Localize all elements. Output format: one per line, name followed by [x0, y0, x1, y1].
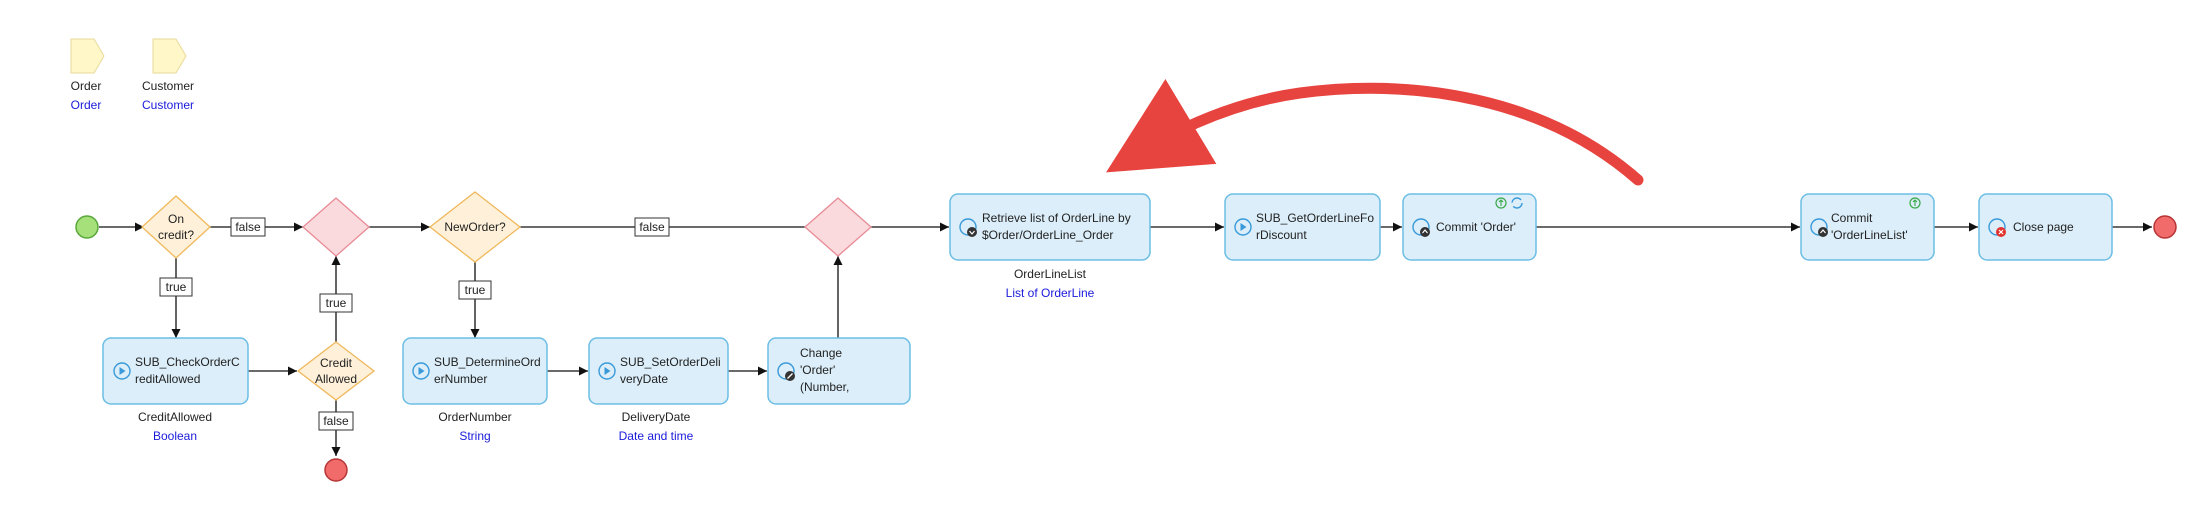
with-events-icon [1495, 197, 1507, 209]
submicroflow-icon [412, 362, 430, 380]
parameter-type: Customer [142, 98, 194, 112]
output-variable-name: OrderNumber [438, 410, 511, 424]
end-event-credit-denied[interactable] [324, 458, 348, 482]
activity-label: Commit 'OrderLineList' [1831, 211, 1908, 242]
svg-text:false: false [639, 220, 665, 234]
flow-label-true: true [319, 293, 353, 313]
flow-label-true: true [458, 280, 492, 300]
parameter-order[interactable]: Order Order [70, 38, 105, 112]
activity-label: Retrieve list of OrderLine by $Order/Ord… [982, 211, 1131, 242]
parameter-name: Order [71, 79, 102, 93]
activity-label: Change 'Order' (Number, DeliveryDate) [800, 346, 873, 399]
svg-text:true: true [166, 280, 187, 294]
with-events-icon [1909, 197, 1921, 209]
decision-new-order[interactable]: NewOrder? [428, 191, 522, 263]
play-glyph [418, 367, 425, 375]
decision-label: Credit Allowed [314, 356, 358, 386]
parameter-name: Customer [142, 79, 194, 93]
activity-sub-check-order-credit[interactable]: SUB_CheckOrderCreditAllowed [102, 337, 249, 405]
output-variable-type: Boolean [153, 429, 197, 443]
output-variable-name: DeliveryDate [622, 410, 691, 424]
activity-retrieve-order-lines[interactable]: Retrieve list of OrderLine by $Order/Ord… [949, 193, 1151, 261]
submicroflow-icon [113, 362, 131, 380]
parameter-customer[interactable]: Customer Customer [142, 38, 194, 112]
submicroflow-icon [598, 362, 616, 380]
activity-label: Close page [2013, 220, 2074, 234]
activity-label: SUB_GetOrderLineForDiscount [1256, 211, 1375, 242]
refresh-icon [1511, 197, 1523, 209]
output-variable-delivery-date: DeliveryDate Date and time [619, 410, 694, 443]
activity-label: SUB_DetermineOrderNumber [434, 355, 541, 386]
output-variable-name: CreditAllowed [138, 410, 212, 424]
annotation-arrow [1106, 78, 1644, 186]
activity-sub-determine-order-number[interactable]: SUB_DetermineOrderNumber [402, 337, 548, 405]
svg-text:false: false [235, 220, 261, 234]
play-glyph [1240, 223, 1247, 231]
activity-label: SUB_SetOrderDeliveryDate [620, 355, 721, 386]
activity-commit-order-line-list[interactable]: Commit 'OrderLineList' [1800, 193, 1935, 261]
output-variable-type: List of OrderLine [1006, 286, 1095, 300]
activity-close-page[interactable]: Close page [1978, 193, 2113, 261]
activity-label: SUB_CheckOrderCreditAllowed [135, 355, 240, 386]
end-event[interactable] [2153, 215, 2177, 239]
output-variable-type: String [459, 429, 490, 443]
parameter-type: Order [71, 98, 102, 112]
decision-label: On credit? [157, 212, 195, 242]
output-variable-order-line-list: OrderLineList List of OrderLine [1006, 267, 1095, 300]
upload-badge-icon [1420, 227, 1430, 237]
activity-commit-order[interactable]: Commit 'Order' [1402, 193, 1537, 261]
parameter-icon [152, 38, 187, 74]
decision-on-credit[interactable]: On credit? [141, 195, 211, 259]
play-glyph [119, 367, 126, 375]
svg-text:true: true [326, 296, 347, 310]
submicroflow-icon [1234, 218, 1252, 236]
output-variable-credit-allowed: CreditAllowed Boolean [138, 410, 212, 443]
upload-badge-icon [1818, 227, 1828, 237]
output-variable-name: OrderLineList [1014, 267, 1087, 281]
flow-label-false: false [634, 217, 670, 237]
activity-label: Commit 'Order' [1436, 220, 1516, 234]
start-event[interactable] [75, 215, 99, 239]
decision-label: NewOrder? [444, 220, 506, 234]
merge-2[interactable] [804, 197, 872, 257]
database-badge-icon [967, 227, 977, 237]
output-variable-type: Date and time [619, 429, 694, 443]
output-variable-order-number: OrderNumber String [438, 410, 511, 443]
parameter-icon [70, 38, 105, 74]
svg-text:true: true [465, 283, 486, 297]
svg-text:false: false [323, 414, 349, 428]
decision-credit-allowed[interactable]: Credit Allowed [296, 341, 376, 401]
flow-label-true: true [159, 277, 193, 297]
flow-label-false: false [230, 217, 266, 237]
activity-sub-get-order-line-for-discount[interactable]: SUB_GetOrderLineForDiscount [1224, 193, 1381, 261]
flow-label-false: false [318, 411, 354, 431]
activity-sub-set-order-delivery-date[interactable]: SUB_SetOrderDeliveryDate [588, 337, 729, 405]
activity-change-order[interactable]: Change 'Order' (Number, DeliveryDate) [767, 337, 911, 405]
play-glyph [604, 367, 611, 375]
merge-1[interactable] [302, 197, 370, 257]
